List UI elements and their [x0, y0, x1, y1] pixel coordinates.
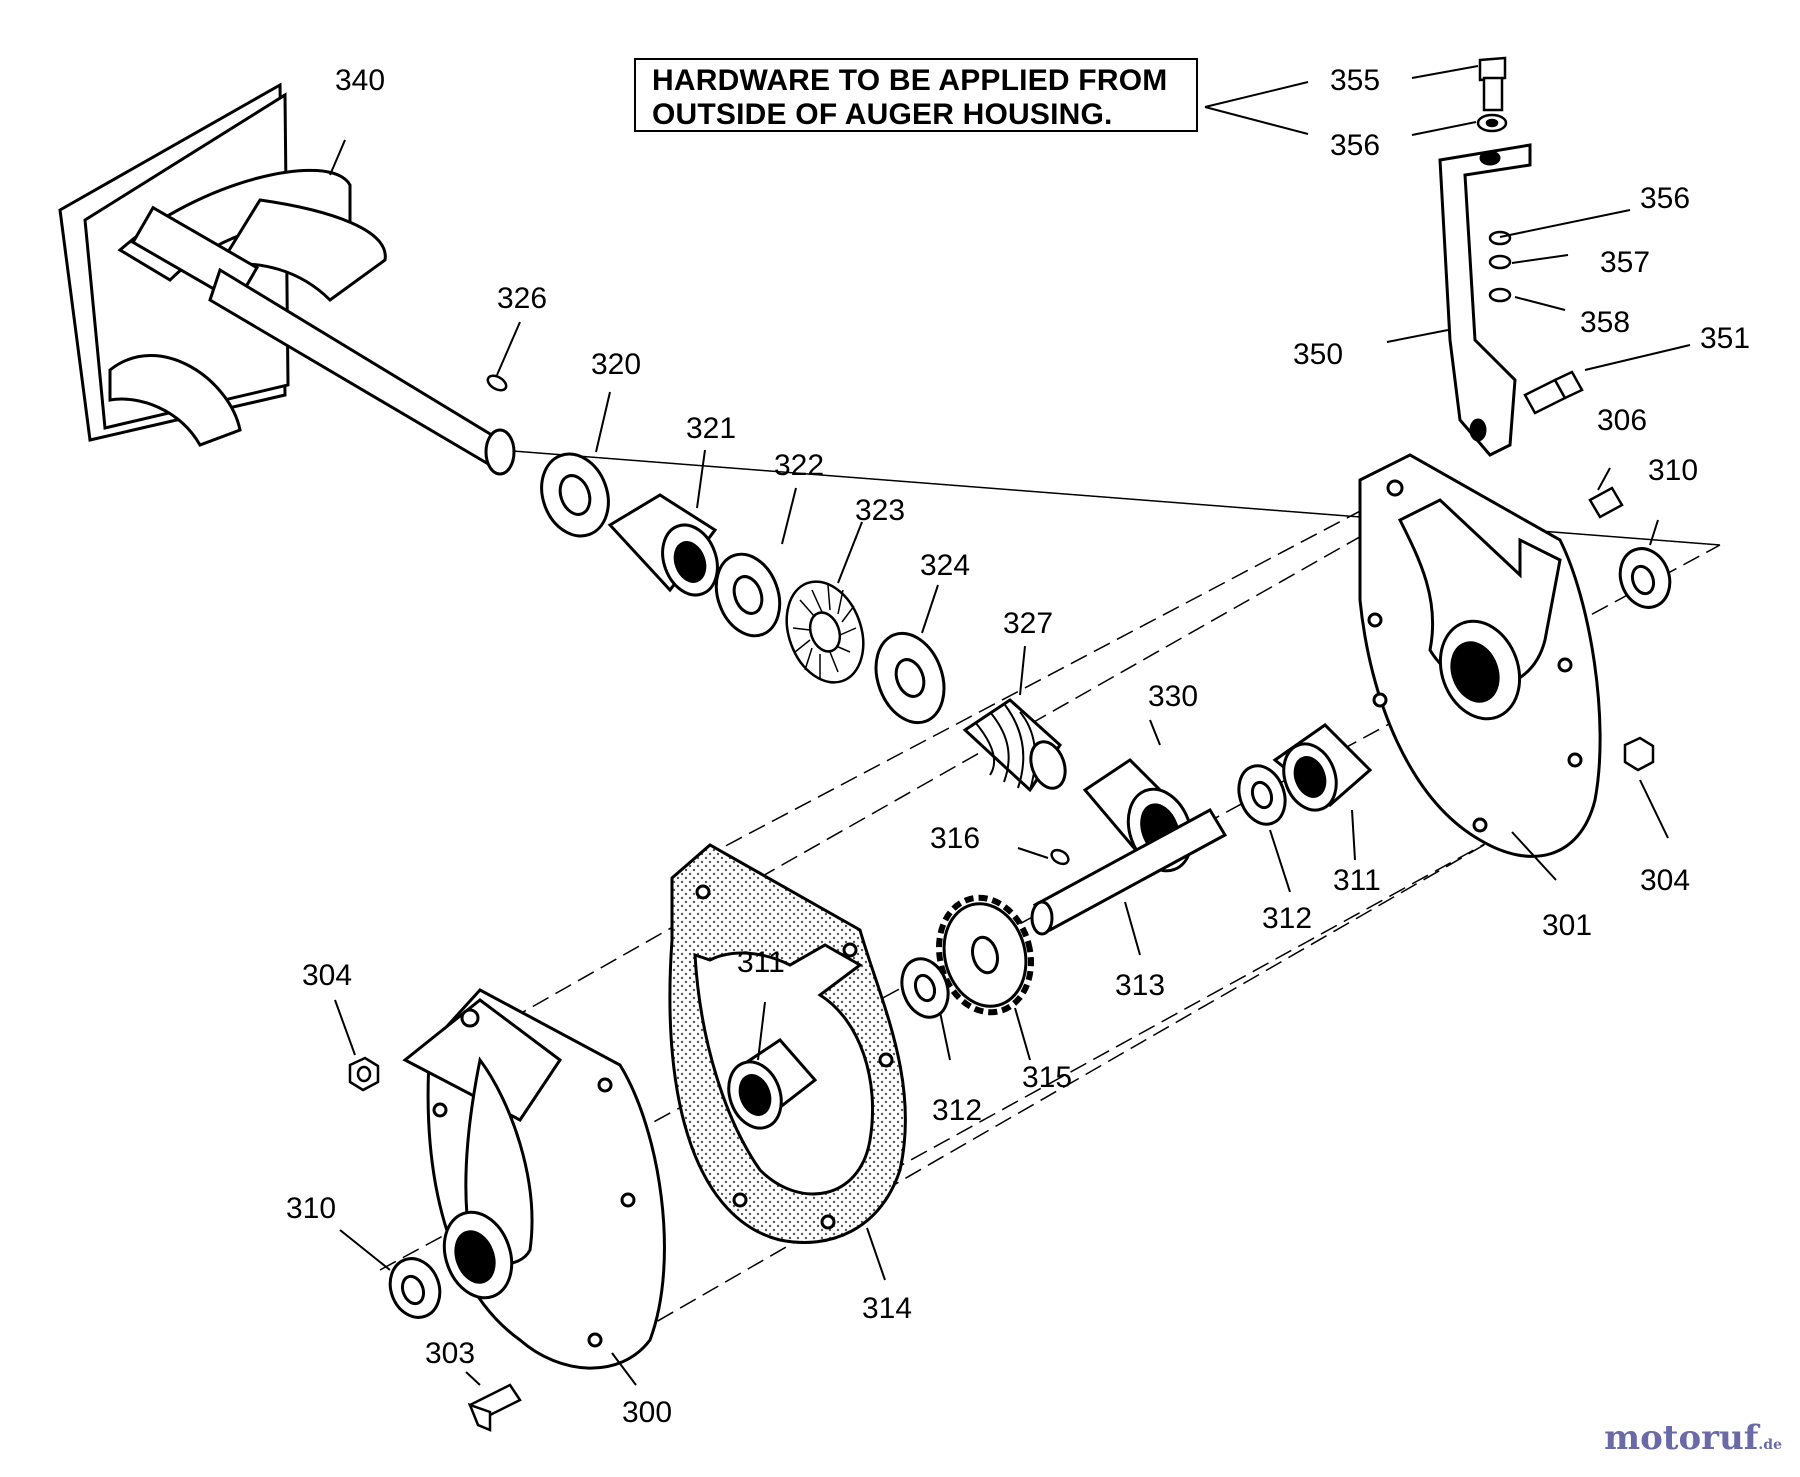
label-303: 303 [425, 1337, 475, 1370]
part-356-357-358-washer-stack [1488, 230, 1512, 303]
note-line-2: OUTSIDE OF AUGER HOUSING. [652, 98, 1113, 131]
part-330-bushing [1082, 758, 1194, 873]
part-311-bushing-rear [1272, 723, 1373, 812]
label-356-stack: 356 [1640, 182, 1690, 215]
note-line-1: HARDWARE TO BE APPLIED FROM [652, 64, 1168, 97]
label-351: 351 [1700, 322, 1750, 355]
label-323: 323 [855, 494, 905, 527]
part-351-bolt [1523, 370, 1584, 415]
part-320-washer [540, 452, 610, 538]
label-310-front: 310 [286, 1192, 336, 1225]
part-340-auger [58, 82, 516, 476]
label-340: 340 [335, 64, 385, 97]
part-324-washer [874, 631, 946, 725]
part-number-labels: 340 326 320 321 322 323 324 327 330 316 … [286, 64, 1750, 1429]
part-311-bushing-front [727, 1038, 818, 1130]
part-322-washer [714, 552, 782, 638]
label-313: 313 [1115, 969, 1165, 1002]
label-310-rear: 310 [1648, 454, 1698, 487]
part-300-gear-housing [402, 988, 666, 1370]
watermark-tld: .de [1758, 1437, 1782, 1453]
part-312-washer-front [900, 957, 950, 1019]
label-312-front: 312 [932, 1094, 982, 1127]
part-327-worm-gear [962, 698, 1067, 793]
part-304-nut-rear [1623, 736, 1655, 772]
part-303-bolt [467, 1383, 522, 1432]
part-323-thrust-bearing [785, 580, 865, 684]
part-316-key [1050, 848, 1070, 866]
label-316: 316 [930, 822, 980, 855]
part-310-seal-front [388, 1257, 442, 1319]
label-320: 320 [591, 348, 641, 381]
label-304-rear: 304 [1640, 864, 1690, 897]
label-357: 357 [1600, 246, 1650, 279]
watermark-brand: motoruf [1604, 1418, 1759, 1458]
label-326: 326 [497, 282, 547, 315]
label-324: 324 [920, 549, 970, 582]
label-355: 355 [1330, 64, 1380, 97]
part-314-gasket [668, 843, 907, 1244]
part-301-gear-housing [1358, 453, 1602, 858]
label-322: 322 [774, 449, 824, 482]
part-356-washer-top [1476, 113, 1508, 133]
label-315: 315 [1022, 1061, 1072, 1094]
label-300: 300 [622, 1396, 672, 1429]
part-306-set-screw [1588, 486, 1624, 519]
label-356-top: 356 [1330, 129, 1380, 162]
part-312-washer-rear [1237, 764, 1287, 826]
part-321-bushing [607, 493, 719, 597]
label-306: 306 [1597, 404, 1647, 437]
label-327: 327 [1003, 607, 1053, 640]
part-355-bolt [1478, 56, 1507, 112]
leader-lines [329, 65, 1691, 1386]
part-350-bracket [1438, 143, 1532, 457]
label-304-front: 304 [302, 959, 352, 992]
label-301: 301 [1542, 909, 1592, 942]
label-311-front: 311 [737, 946, 785, 979]
part-326-key [486, 374, 508, 392]
label-312-rear: 312 [1262, 902, 1312, 935]
watermark-logo: motoruf.de [1604, 1418, 1782, 1458]
label-321: 321 [686, 412, 736, 445]
label-314: 314 [862, 1292, 912, 1325]
label-311-rear: 311 [1333, 864, 1381, 897]
part-313-shaft [1030, 807, 1228, 936]
label-358: 358 [1580, 306, 1630, 339]
hardware-note-box: HARDWARE TO BE APPLIED FROM OUTSIDE OF A… [634, 58, 1198, 132]
label-330: 330 [1148, 680, 1198, 713]
part-310-seal-rear [1618, 547, 1672, 609]
part-315-spur-gear [936, 894, 1034, 1016]
label-350: 350 [1293, 338, 1343, 371]
part-304-nut-front [348, 1056, 380, 1092]
